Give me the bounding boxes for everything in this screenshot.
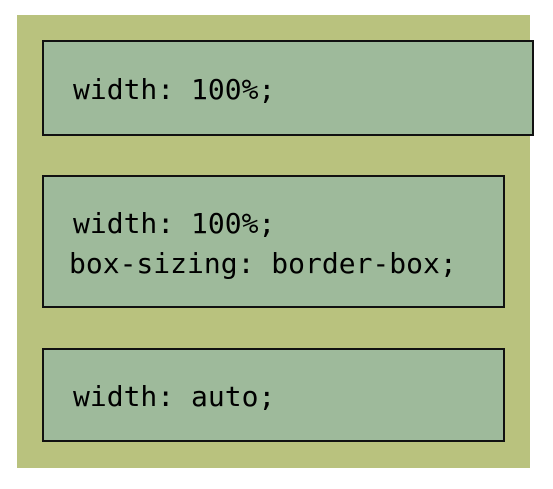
box-width-100-percent: width: 100%; <box>42 40 534 136</box>
box-1-line-1: width: 100%; <box>73 73 276 106</box>
box-2-line-1: width: 100%; <box>73 207 276 240</box>
box-3-line-1: width: auto; <box>73 380 276 413</box>
box-width-auto: width: auto; <box>42 348 505 442</box>
box-2-line-2: box-sizing: border-box; <box>69 247 457 280</box>
box-width-100-border-box: width: 100%; box-sizing: border-box; <box>42 175 505 308</box>
